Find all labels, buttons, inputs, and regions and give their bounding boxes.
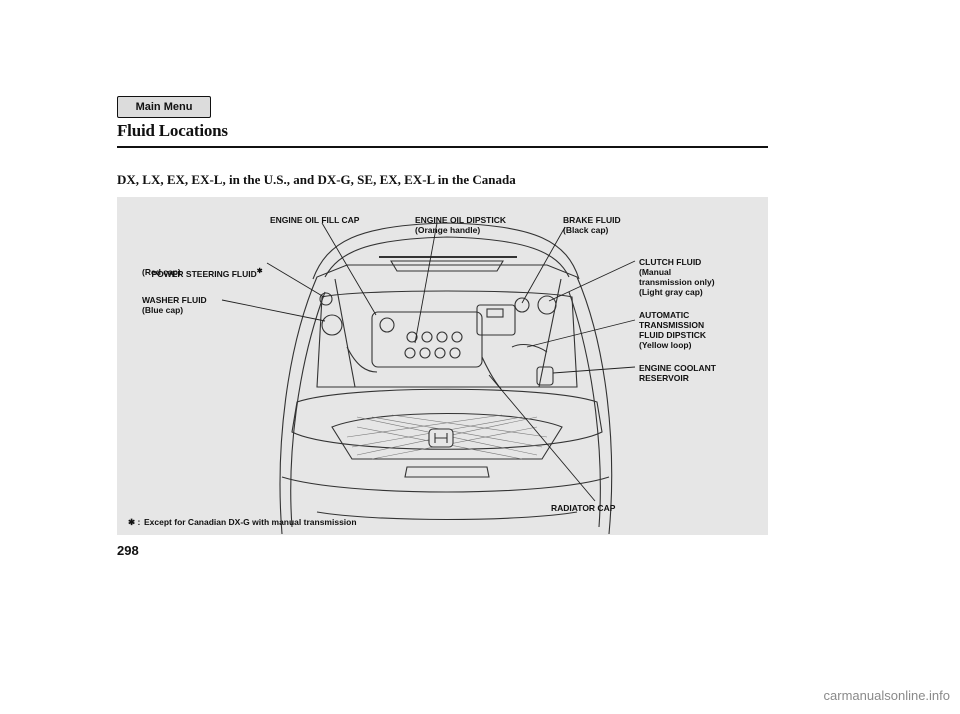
footnote-mark: ✱ : [128, 517, 141, 527]
brake-fluid-label: BRAKE FLUID (Black cap) [563, 215, 621, 235]
clutch-fluid-label: CLUTCH FLUID (Manual transmission only) … [639, 257, 715, 297]
main-menu-button[interactable]: Main Menu [117, 96, 211, 118]
watermark: carmanualsonline.info [823, 688, 950, 703]
atf-dipstick-label: AUTOMATIC TRANSMISSION FLUID DIPSTICK (Y… [639, 310, 707, 350]
engine-coolant-reservoir-label: ENGINE COOLANT RESERVOIR [639, 363, 716, 383]
radiator-cap-label: RADIATOR CAP [551, 503, 616, 513]
power-steering-fluid-label: POWER STEERING FLUID✱ [142, 257, 263, 289]
engine-bay-figure: ENGINE OIL FILL CAP ENGINE OIL DIPSTICK … [117, 197, 768, 535]
page-title: Fluid Locations [117, 121, 228, 140]
page-number: 298 [117, 543, 139, 558]
washer-fluid-label: WASHER FLUID (Blue cap) [142, 295, 207, 315]
page-subtitle: DX, LX, EX, EX-L, in the U.S., and DX-G,… [117, 172, 516, 187]
footnote-asterisk-icon: ✱ [256, 268, 263, 275]
footnote-text: Except for Canadian DX-G with manual tra… [144, 517, 357, 527]
power-steering-cap-label: (Red cap) [142, 267, 181, 277]
title-divider [117, 146, 768, 148]
power-steering-fluid-text: POWER STEERING FLUID [151, 268, 257, 279]
engine-oil-fill-cap-label: ENGINE OIL FILL CAP [270, 215, 360, 225]
engine-bay-illustration [221, 222, 636, 535]
engine-oil-dipstick-label: ENGINE OIL DIPSTICK (Orange handle) [415, 215, 506, 235]
